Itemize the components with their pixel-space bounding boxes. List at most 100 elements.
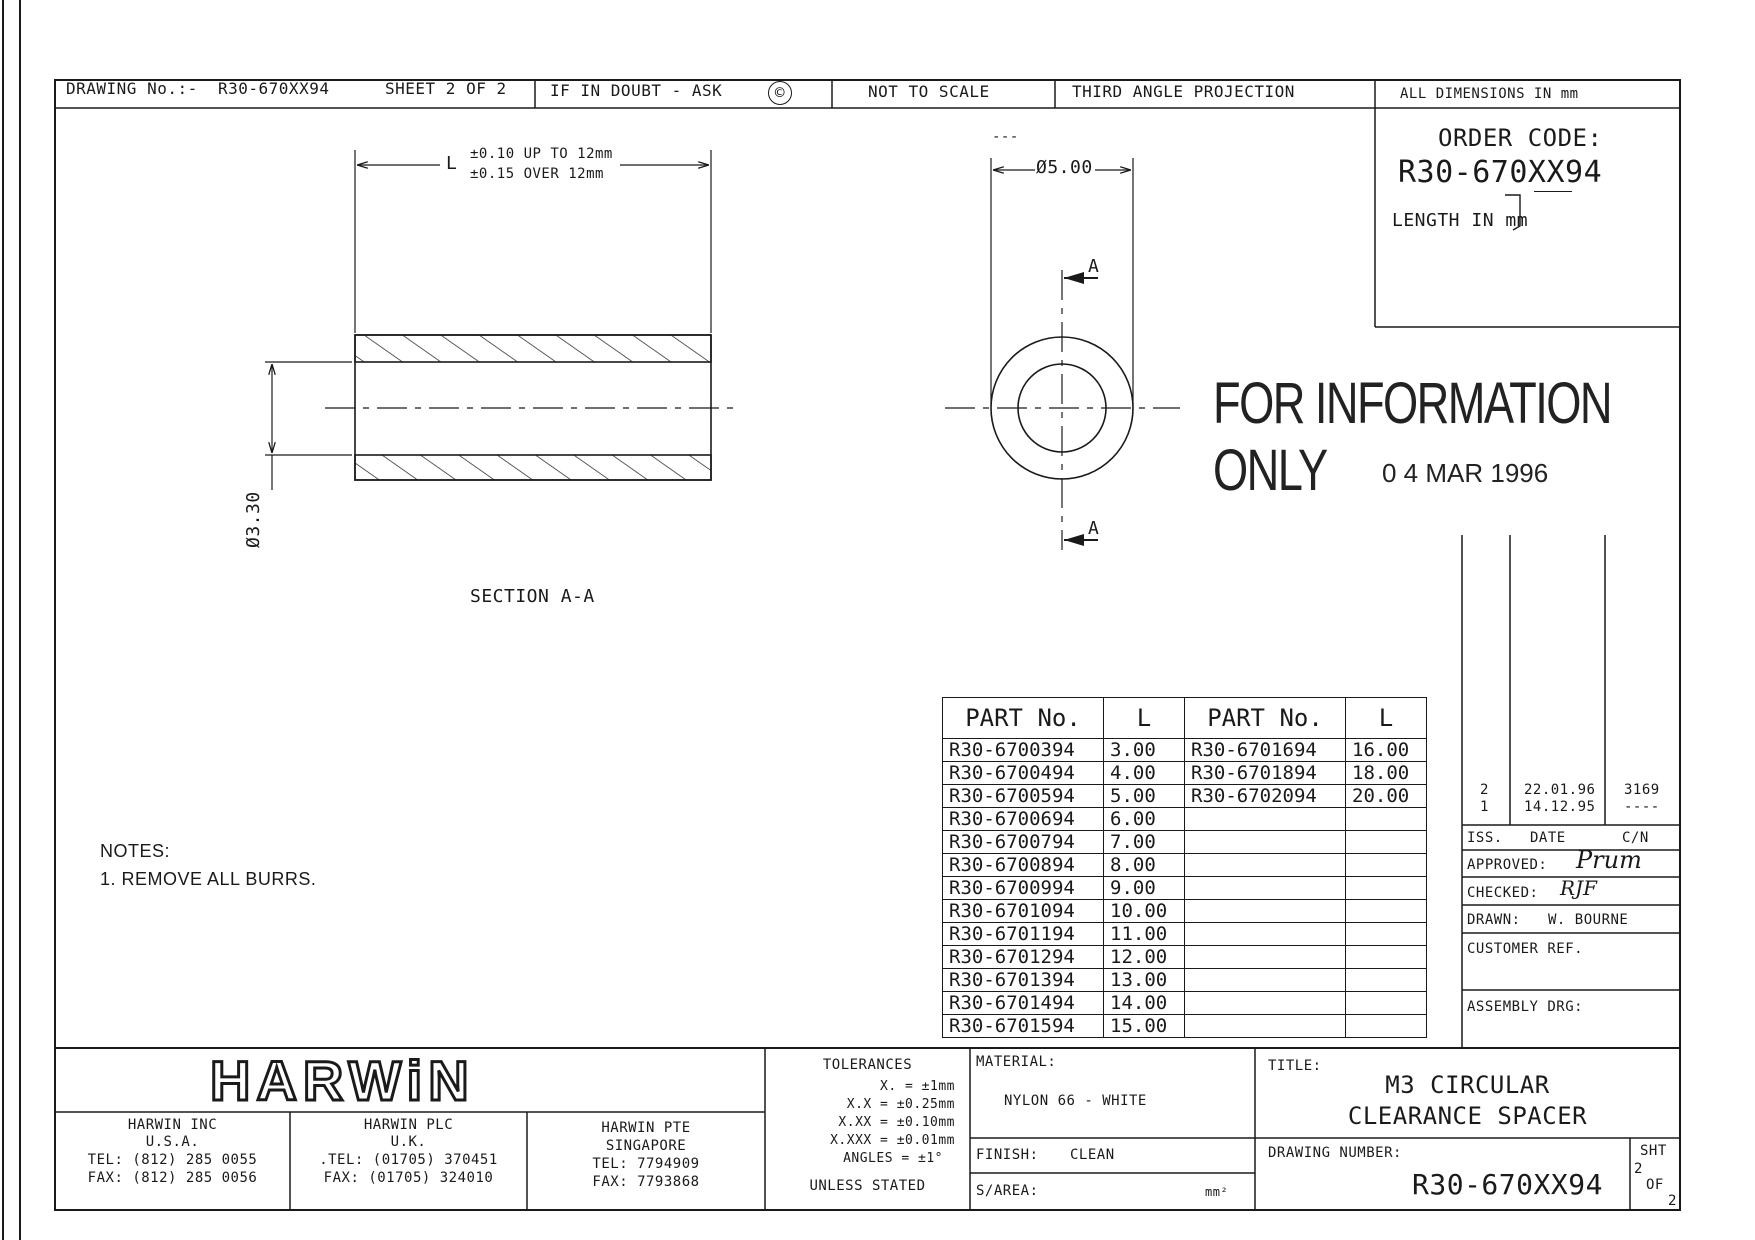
office-sg-fax: FAX: 7793868 bbox=[592, 1174, 700, 1190]
length-cell bbox=[1345, 1014, 1427, 1038]
outer-diameter-label: Ø5.00 bbox=[1036, 157, 1093, 178]
part-no-cell: R30-6701394 bbox=[942, 968, 1104, 992]
section-caption: SECTION A-A bbox=[470, 586, 595, 607]
col-length-2: L bbox=[1345, 697, 1427, 739]
office-uk-name: HARWIN PLC bbox=[363, 1117, 454, 1133]
approved-label: APPROVED: bbox=[1467, 857, 1548, 873]
tolerances-footer: UNLESS STATED bbox=[809, 1178, 926, 1194]
drawing-no-value: R30-670XX94 bbox=[218, 79, 330, 98]
length-cell: 12.00 bbox=[1103, 945, 1185, 969]
office-sg-country: SINGAPORE bbox=[605, 1138, 687, 1154]
sarea-label: S/AREA: bbox=[976, 1183, 1039, 1199]
part-no-cell: R30-6700594 bbox=[942, 784, 1104, 808]
office-us-fax: FAX: (812) 285 0056 bbox=[87, 1170, 258, 1186]
length-cell bbox=[1345, 876, 1427, 900]
part-no-cell: R30-6700494 bbox=[942, 761, 1104, 785]
rev-1-iss: 1 bbox=[1480, 799, 1489, 815]
length-cell: 14.00 bbox=[1103, 991, 1185, 1015]
part-no-cell bbox=[1184, 853, 1346, 877]
tolerance-angles: ANGLES = ±1° bbox=[843, 1151, 943, 1166]
office-sg-tel: TEL: 7794909 bbox=[592, 1156, 700, 1172]
note-item-1: 1. REMOVE ALL BURRS. bbox=[100, 869, 317, 889]
sarea-unit: mm² bbox=[1205, 1185, 1229, 1199]
length-cell bbox=[1345, 945, 1427, 969]
rev-2-cn: 3169 bbox=[1624, 782, 1660, 798]
part-no-cell: R30-6702094 bbox=[1184, 784, 1346, 808]
length-cell: 13.00 bbox=[1103, 968, 1185, 992]
order-code-heading: ORDER CODE: bbox=[1438, 124, 1603, 152]
sheet-total: 2 bbox=[1668, 1193, 1677, 1209]
length-cell: 3.00 bbox=[1103, 738, 1185, 762]
title-line-1: M3 CIRCULAR bbox=[1385, 1071, 1550, 1099]
length-cell: 6.00 bbox=[1103, 807, 1185, 831]
part-no-cell: R30-6701194 bbox=[942, 922, 1104, 946]
length-tolerance-1: ±0.10 UP TO 12mm bbox=[470, 146, 613, 162]
section-mark-bottom: A bbox=[1088, 518, 1100, 539]
part-no-cell: R30-6700994 bbox=[942, 876, 1104, 900]
drawing-number-value: R30-670XX94 bbox=[1412, 1168, 1603, 1201]
tolerance-xxx: X.XX = ±0.10mm bbox=[838, 1115, 955, 1130]
col-date-header: DATE bbox=[1530, 830, 1566, 846]
part-no-cell: R30-6701294 bbox=[942, 945, 1104, 969]
checked-label: CHECKED: bbox=[1467, 885, 1539, 901]
checked-signature: RJF bbox=[1560, 876, 1597, 900]
part-no-cell bbox=[1184, 922, 1346, 946]
rev-2-date: 22.01.96 bbox=[1524, 782, 1596, 798]
sheet-label: SHT bbox=[1640, 1143, 1667, 1159]
part-no-cell bbox=[1184, 945, 1346, 969]
rev-1-date: 14.12.95 bbox=[1524, 799, 1596, 815]
approved-signature: Prum bbox=[1576, 846, 1642, 874]
length-cell: 9.00 bbox=[1103, 876, 1185, 900]
col-part-no-1: PART No. bbox=[942, 697, 1104, 739]
sheet-number: 2 bbox=[1634, 1161, 1643, 1177]
sheet-indicator: SHEET 2 OF 2 bbox=[385, 79, 507, 98]
office-us-country: U.S.A. bbox=[145, 1134, 200, 1150]
part-no-cell bbox=[1184, 899, 1346, 923]
drawn-value: W. BOURNE bbox=[1548, 912, 1629, 928]
order-code-note: LENGTH IN mm bbox=[1392, 210, 1529, 231]
col-length-1: L bbox=[1103, 697, 1185, 739]
office-sg-name: HARWIN PTE bbox=[601, 1120, 691, 1136]
office-uk-tel: .TEL: (01705) 370451 bbox=[319, 1152, 498, 1168]
length-cell: 11.00 bbox=[1103, 922, 1185, 946]
length-cell: 18.00 bbox=[1345, 761, 1427, 785]
length-cell bbox=[1345, 899, 1427, 923]
material-value: NYLON 66 - WHITE bbox=[1004, 1093, 1147, 1109]
length-cell: 5.00 bbox=[1103, 784, 1185, 808]
harwin-logo: HARWiN bbox=[209, 1048, 475, 1114]
part-no-cell: R30-6700794 bbox=[942, 830, 1104, 854]
title-label: TITLE: bbox=[1268, 1058, 1322, 1074]
length-tolerance-2: ±0.15 OVER 12mm bbox=[470, 166, 604, 182]
parts-header-row: PART No. L PART No. L bbox=[942, 697, 1427, 739]
length-cell bbox=[1345, 968, 1427, 992]
drawn-label: DRAWN: bbox=[1467, 912, 1521, 928]
part-no-cell bbox=[1184, 876, 1346, 900]
office-uk-fax: FAX: (01705) 324010 bbox=[323, 1170, 494, 1186]
length-cell: 20.00 bbox=[1345, 784, 1427, 808]
info-only-stamp: FOR INFORMATION ONLY bbox=[1213, 371, 1613, 503]
office-us-tel: TEL: (812) 285 0055 bbox=[87, 1152, 258, 1168]
tick-mark: --- bbox=[992, 129, 1019, 145]
tolerances-heading: TOLERANCES bbox=[822, 1057, 913, 1073]
part-no-cell: R30-6700694 bbox=[942, 807, 1104, 831]
office-us-name: HARWIN INC bbox=[127, 1117, 218, 1133]
rev-2-iss: 2 bbox=[1480, 782, 1489, 798]
material-label: MATERIAL: bbox=[976, 1054, 1057, 1070]
part-no-cell: R30-6701894 bbox=[1184, 761, 1346, 785]
tolerance-x: X. = ±1mm bbox=[880, 1079, 955, 1094]
length-cell: 8.00 bbox=[1103, 853, 1185, 877]
length-cell bbox=[1345, 922, 1427, 946]
part-no-cell: R30-6701094 bbox=[942, 899, 1104, 923]
part-no-cell bbox=[1184, 1014, 1346, 1038]
length-cell bbox=[1345, 830, 1427, 854]
